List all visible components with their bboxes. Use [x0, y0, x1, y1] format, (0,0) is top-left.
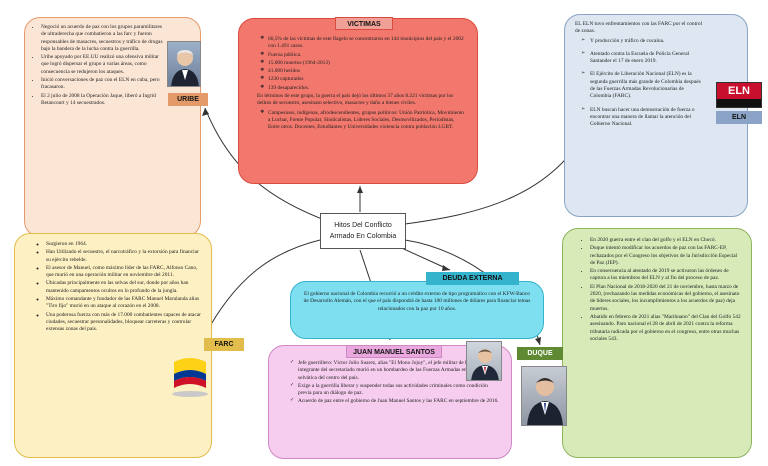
deuda-text: El gobierno nacional de Colombia recurri… — [303, 291, 531, 312]
farc-label: FARC — [204, 338, 244, 351]
duque-item: Duque intentó modificar los acuerdos de … — [590, 245, 741, 267]
person-photo-icon — [471, 349, 499, 380]
farc-item: Surgieron en 1964. — [46, 241, 201, 248]
victimas-item: 139 desaparecidos. — [260, 85, 467, 92]
farc-item: El asesor de Manuel, como máximo líder d… — [46, 265, 201, 280]
uribe-label: URIBE — [168, 93, 208, 106]
santos-list: Jefe guerrillero: Víctor Julio Suarez, a… — [289, 360, 499, 406]
center-title-line1: Hitos Del Conflicto — [334, 222, 392, 229]
center-title-line2: Armado En Colombia — [329, 233, 397, 240]
farc-item: Han Utilizado el secuestro, el narcotráf… — [46, 249, 201, 264]
duque-box: En 2020 guerra entre el clan del golfo y… — [562, 228, 752, 458]
santos-photo — [466, 341, 502, 381]
santos-item: Acuerdo de paz entre el gobierno de Juan… — [290, 398, 499, 405]
line-to-deuda — [394, 244, 451, 271]
farc-list: Surgieron en 1964. Han Utilizado el secu… — [37, 241, 201, 334]
line-to-farc — [204, 239, 321, 336]
eln-intro: EL ELN tuvo enfrentamientos con las FARC… — [575, 21, 703, 35]
deuda-label: DEUDA EXTERNA — [426, 272, 519, 285]
victimas-note: En términos de este grupo, la guerra el … — [257, 93, 454, 107]
uribe-photo — [167, 41, 201, 87]
eln-item: Atentado contra la Escuela de Policía Ge… — [581, 51, 703, 66]
santos-item: Jefe guerrillero: Víctor Julio Suarez, a… — [290, 360, 499, 382]
victimas-item: Fuerza pública. — [260, 52, 467, 59]
farc-item: Máximo comandante y fundador de las FARC… — [46, 296, 201, 311]
eln-item: El Ejército de Liberación Nacional (ELN)… — [581, 71, 703, 100]
victimas-item: 1230 capturados — [260, 76, 467, 83]
victimas-list-2: Campesinos, indígenas, afrodescendientes… — [259, 110, 467, 132]
victimas-item: Campesinos, indígenas, afrodescendientes… — [260, 110, 467, 132]
arrow-duque — [535, 337, 541, 345]
eln-list: Y producción y tráfico de cocaína. Atent… — [581, 38, 703, 129]
duque-label: DUQUE — [517, 347, 563, 360]
person-photo-icon — [527, 378, 563, 425]
santos-label: JUAN MANUEL SANTOS — [346, 345, 442, 358]
victimas-box: 66,5% de las víctimas de este flagelo se… — [238, 18, 478, 184]
arrow-deuda — [442, 265, 450, 271]
farc-item: Una poderosa fuerza con más de 17.000 co… — [46, 312, 201, 334]
colombia-flag-icon — [172, 358, 208, 397]
deuda-box: El gobierno nacional de Colombia recurri… — [290, 281, 544, 339]
uribe-item: Negoció un acuerdo de paz con los grupos… — [41, 24, 166, 53]
duque-list: En 2020 guerra entre el clan del golfo y… — [581, 237, 741, 343]
victimas-item: 41.000 heridos — [260, 68, 467, 75]
victimas-label: VICTIMAS — [335, 17, 393, 30]
uribe-item: El 2 julio de 2008 la Operación Jaque, l… — [41, 93, 166, 108]
eln-logo-text: ELN — [728, 85, 750, 97]
eln-flag-icon: ELN — [716, 82, 762, 108]
victimas-item: 66,5% de las víctimas de este flagelo se… — [260, 36, 467, 51]
person-photo-icon — [171, 50, 199, 86]
eln-item: Y producción y tráfico de cocaína. — [581, 38, 703, 45]
duque-item: Abatido en febrero de 2021 alias "Marihu… — [590, 314, 741, 343]
uribe-item: Inició conversaciones de paz con el ELN … — [41, 77, 166, 92]
uribe-list: Negoció un acuerdo de paz con los grupos… — [32, 24, 166, 107]
duque-item: El Plan Nacional de 2018-2020 del 21 de … — [590, 284, 741, 313]
arrow-victimas — [357, 186, 363, 193]
center-title-box: Hitos Del Conflicto Armado En Colombia — [320, 213, 406, 249]
duque-item: En consecuencia al atentado de 2019 se a… — [590, 268, 741, 283]
uribe-item: Uribe apoyado por EE.UU realizó una ofen… — [41, 54, 166, 76]
eln-label: ELN — [716, 111, 762, 124]
arrow-uribe — [202, 108, 209, 116]
santos-item: Exige a la guerrilla liberar y suspender… — [290, 383, 499, 398]
eln-item: ELN buscan hacer una demostración de fue… — [581, 107, 703, 129]
duque-photo — [521, 366, 567, 426]
victimas-item: 15.000 muertos (1964-2013) — [260, 60, 467, 67]
victimas-list: 66,5% de las víctimas de este flagelo se… — [259, 36, 467, 92]
duque-item: En 2020 guerra entre el clan del golfo y… — [590, 237, 741, 244]
farc-box: Surgieron en 1964. Han Utilizado el secu… — [14, 233, 212, 458]
farc-item: Ubicadas principalmente en las selvas de… — [46, 280, 201, 295]
